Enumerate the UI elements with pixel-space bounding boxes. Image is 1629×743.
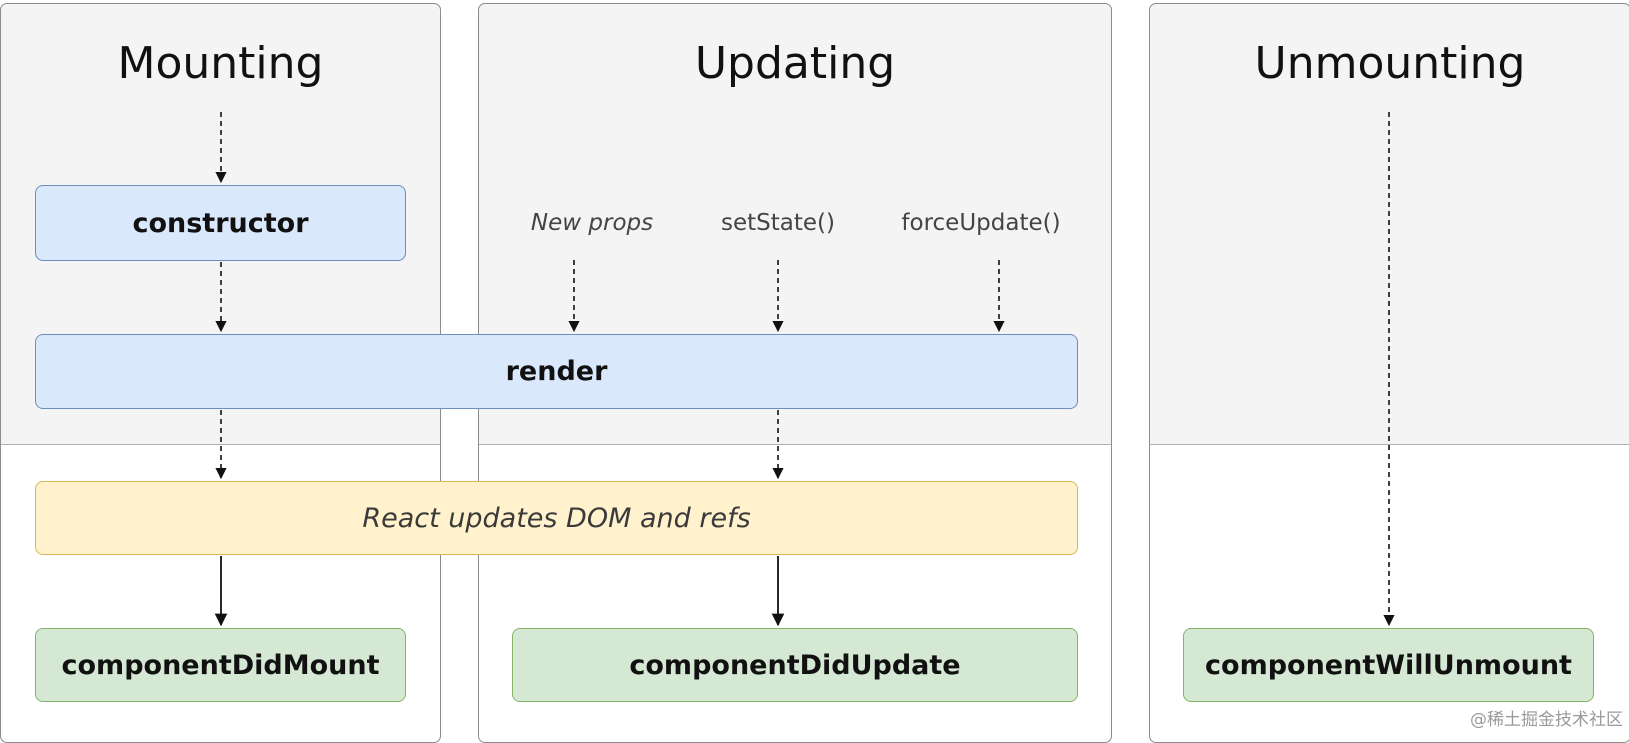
set-state-label: setState() [721, 210, 835, 236]
unmounting-title: Unmounting [1254, 38, 1526, 89]
force-update-label: forceUpdate() [901, 210, 1061, 236]
panel-divider [1, 444, 440, 445]
new-props-label: New props [530, 210, 654, 236]
render-box: render [35, 334, 1078, 409]
component-did-update-box: componentDidUpdate [512, 628, 1078, 702]
panel-divider [479, 444, 1111, 445]
watermark: @稀土掘金技术社区 [1470, 710, 1623, 730]
constructor-box: constructor [35, 185, 406, 261]
updating-title: Updating [694, 38, 896, 89]
mounting-title: Mounting [117, 38, 324, 89]
component-will-unmount-box: componentWillUnmount [1183, 628, 1594, 702]
component-did-mount-box: componentDidMount [35, 628, 406, 702]
dom-update-box: React updates DOM and refs [35, 481, 1078, 555]
panel-divider [1150, 444, 1629, 445]
